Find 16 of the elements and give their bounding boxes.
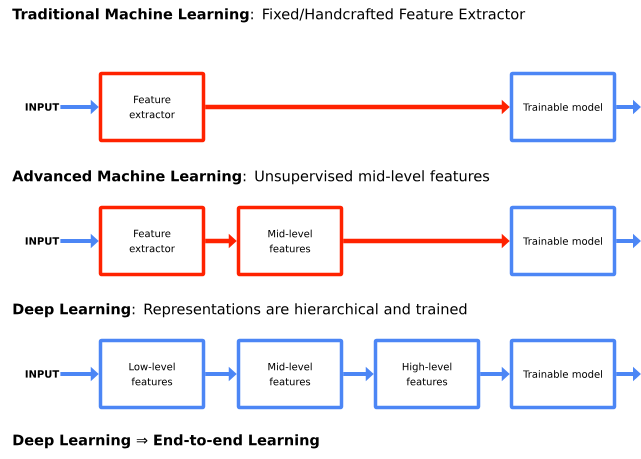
heading: Advanced Machine Learning: Unsupervised mid-level features (12, 170, 490, 184)
process-box: Feature extractor (98, 206, 206, 276)
process-box: Mid-level features (236, 206, 344, 276)
process-box: Trainable model (510, 206, 616, 276)
input-label: INPUT (26, 370, 60, 378)
process-box: Trainable model (510, 72, 616, 142)
process-box: Mid-level features (236, 338, 344, 410)
process-box: Trainable model (510, 338, 616, 410)
input-label: INPUT (26, 237, 60, 245)
heading: Traditional Machine Learning: Fixed/Handcrafted Feature Extractor (12, 8, 526, 22)
heading: Deep Learning: Representations are hierarchical and trained (14, 303, 466, 318)
process-box: High-level features (374, 338, 480, 410)
input-label: INPUT (26, 103, 60, 111)
process-box: Feature extractor (98, 72, 206, 142)
heading: Deep Learning ⇒ End-to-end Learning (14, 434, 319, 448)
process-box: Low-level features (98, 338, 206, 410)
